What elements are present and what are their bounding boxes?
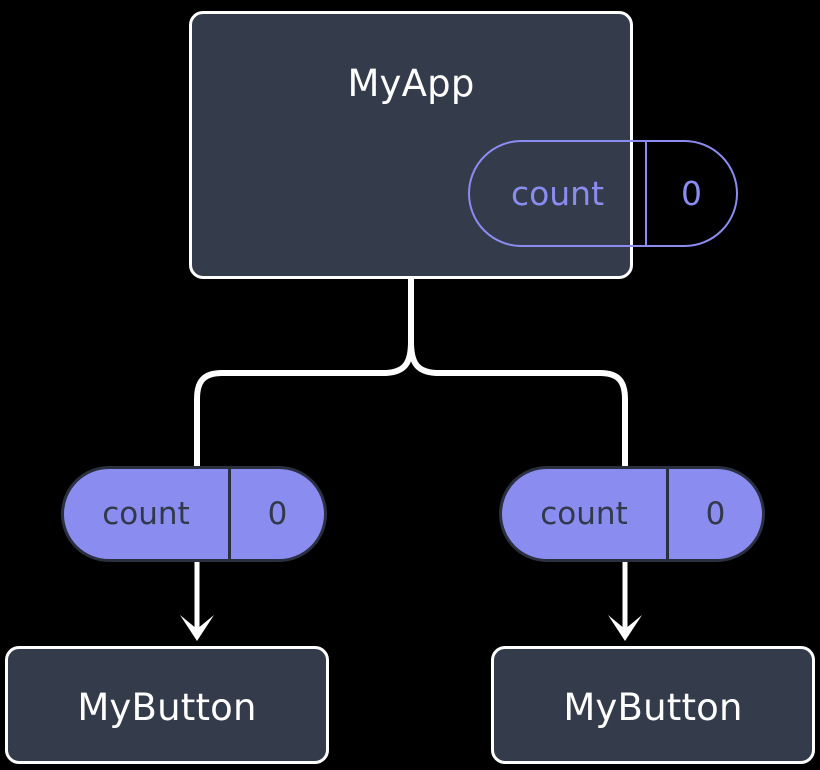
- child-component-left-title: MyButton: [77, 686, 257, 729]
- arrowhead-right-icon: [608, 615, 642, 641]
- connector-branch-right: [408, 341, 628, 478]
- prop-pill-right-key: count: [502, 469, 669, 559]
- root-component-card[interactable]: MyApp count 0: [189, 11, 738, 279]
- arrowhead-left-icon: [180, 615, 214, 641]
- child-component-card-right[interactable]: MyButton: [491, 646, 815, 764]
- prop-pill-left-key: count: [64, 469, 231, 559]
- prop-pill-left-value: 0: [267, 496, 288, 532]
- state-pill-root-key: count: [470, 142, 647, 245]
- state-pill-root-value: 0: [681, 174, 702, 213]
- child-component-right-title: MyButton: [563, 686, 743, 729]
- root-component-title: MyApp: [347, 62, 475, 105]
- state-pill-root[interactable]: count 0: [468, 140, 738, 247]
- prop-pill-right-value: 0: [705, 496, 726, 532]
- prop-pill-left[interactable]: count 0: [61, 466, 327, 562]
- child-component-card-left[interactable]: MyButton: [5, 646, 329, 764]
- connector-branch-left: [194, 341, 414, 478]
- prop-pill-right[interactable]: count 0: [499, 466, 765, 562]
